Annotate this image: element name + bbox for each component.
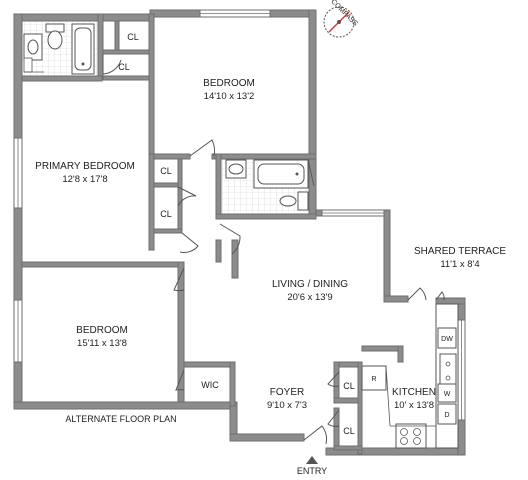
foyer-dims: 9'10 x 7'3 [267, 400, 307, 411]
washer-label: W [444, 391, 451, 398]
kitchen-name: KITCHEN [392, 387, 436, 398]
interior-walls [21, 13, 404, 455]
closet-label: CL [160, 166, 172, 176]
shared-terrace-name: SHARED TERRACE [414, 246, 506, 257]
kitchen-dims: 10' x 13'8 [394, 400, 434, 411]
refrigerator-label: R [371, 376, 376, 383]
foyer-name: FOYER [270, 387, 304, 398]
closet-labels: CL CL CL CL CL CL WIC [118, 32, 355, 436]
appliance-labels: DW W D R [371, 336, 453, 419]
center-bathroom-fixtures [225, 159, 315, 211]
bedroom-top-dims: 14'10 x 13'2 [204, 91, 255, 102]
kitchen-fixtures [361, 303, 459, 449]
dishwasher-label: DW [441, 336, 453, 343]
closet-label: CL [343, 381, 355, 391]
doors [102, 54, 445, 445]
compass-logo: COMPASS [323, 0, 359, 38]
primary-bedroom-dims: 12'8 x 17'8 [62, 174, 107, 185]
bedroom-left-dims: 15'11 x 13'8 [77, 338, 127, 349]
closet-label: CL [160, 209, 172, 219]
closet-label: CL [343, 426, 355, 436]
entry-arrow [306, 456, 318, 464]
wic-label: WIC [201, 380, 219, 390]
dryer-label: D [444, 412, 449, 419]
primary-bedroom-name: PRIMARY BEDROOM [35, 161, 135, 172]
bedroom-left-name: BEDROOM [76, 325, 128, 336]
entry-label: ENTRY [297, 466, 327, 476]
closet-label: CL [127, 32, 139, 42]
room-labels: BEDROOM 14'10 x 13'2 PRIMARY BEDROOM 12'… [35, 78, 506, 411]
shared-terrace-dims: 11'1 x 8'4 [440, 259, 479, 270]
bedroom-top-name: BEDROOM [203, 78, 255, 89]
alternate-floor-plan-label: ALTERNATE FLOOR PLAN [65, 414, 176, 424]
closet-label: CL [118, 62, 130, 72]
living-dining-dims: 20'6 x 13'9 [287, 292, 332, 303]
top-left-bathroom-fixtures [23, 23, 95, 75]
exterior-walls [13, 9, 466, 456]
living-dining-name: LIVING / DINING [272, 279, 348, 290]
